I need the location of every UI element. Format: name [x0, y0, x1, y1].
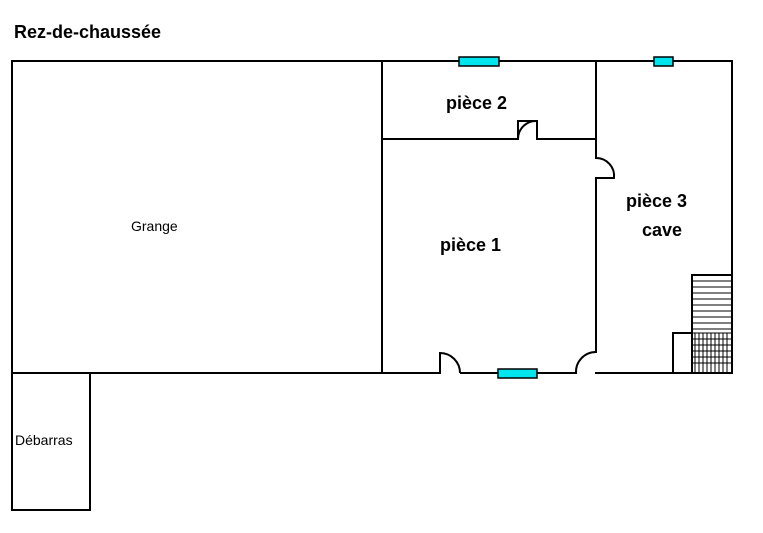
room-label-cave: cave: [642, 220, 683, 240]
room-label-piece3: pièce 3: [626, 191, 688, 211]
window-piece3: [653, 56, 674, 67]
room-label-piece2: pièce 2: [446, 93, 508, 113]
door-piece3: [595, 156, 616, 179]
door-piece1-bottom: [439, 351, 461, 374]
outer-wall: [11, 60, 733, 374]
door-piece2: [517, 120, 538, 139]
plan-title: Rez-de-chaussée: [14, 22, 162, 42]
staircase: [672, 274, 733, 374]
window-piece1-bottom: [497, 368, 538, 379]
room-label-piece1: pièce 1: [440, 235, 502, 255]
window-piece2: [458, 56, 500, 67]
room-label-grange: Grange: [131, 218, 178, 234]
door-piece1-bottomright: [574, 350, 597, 374]
debarras-walls: [11, 372, 91, 511]
doors: [439, 119, 616, 374]
room-label-debarras: Débarras: [15, 432, 73, 448]
door-piece2-arc: [516, 119, 538, 140]
